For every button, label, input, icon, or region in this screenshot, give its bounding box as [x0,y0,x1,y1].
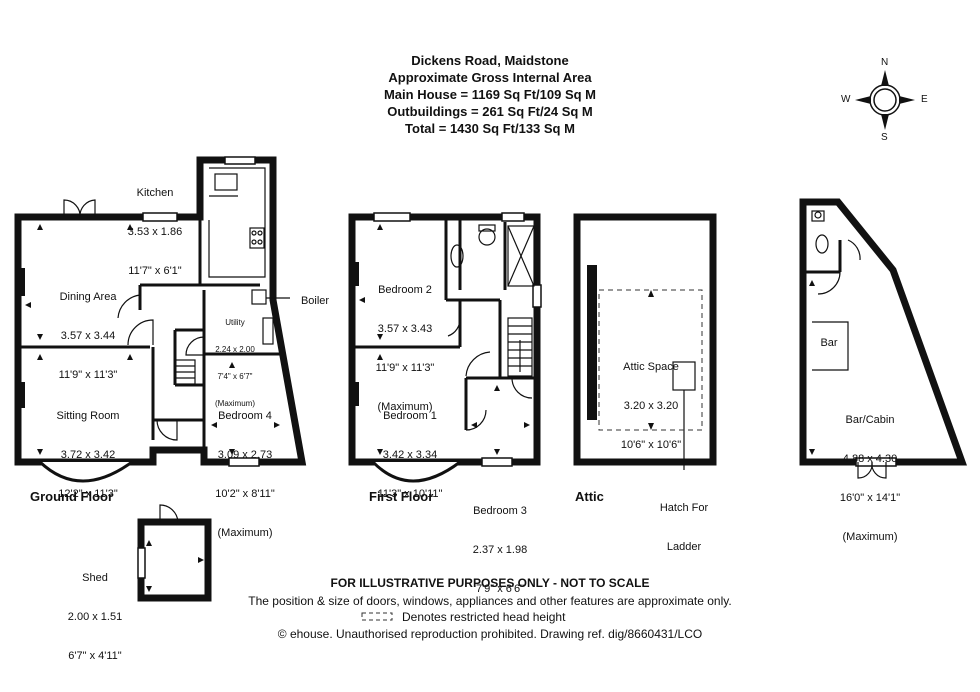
kitchen-imperial: 11'7" x 6'1" [128,265,182,277]
utility-metric: 2.24 x 2.00 [215,345,255,354]
attic-walls [573,213,717,466]
first-floor-walls [348,213,541,466]
disclaimer-legend: Denotes restricted head height [402,610,566,624]
shed-metric: 2.00 x 1.51 [67,611,123,623]
utility-name: Utility [225,318,245,327]
kitchen-metric: 3.53 x 1.86 [127,226,183,238]
compass-east: E [921,94,928,105]
utility-imperial: 7'4" x 6'7" [217,372,253,381]
room-label-kitchen: Kitchen 3.53 x 1.86 11'7" x 6'1" [100,161,210,291]
compass-west: W [841,94,851,105]
hatch-line2: Ladder [666,541,702,553]
bedroom2-imperial: 11'9" x 11'3" [375,362,435,374]
cabin-note: (Maximum) [842,531,898,543]
restricted-height-area [598,289,703,431]
cabin-imperial: 16'0" x 14'1" [839,492,901,504]
disclaimer-line1: The position & size of doors, windows, a… [248,594,732,608]
cabin-metric: 4.88 x 4.30 [842,453,898,465]
compass-rose [869,84,901,116]
shed-imperial: 6'7" x 4'11" [68,650,122,662]
room-label-shed: Shed 2.00 x 1.51 6'7" x 4'11" [55,546,135,676]
room-label-cabin: Bar/Cabin 4.88 x 4.30 16'0" x 14'1" (Max… [828,388,912,557]
sitting-imperial: 12'2" x 11'3" [58,488,118,500]
bedroom4-name: Bedroom 4 [218,410,272,422]
first-floor-label: First Floor [369,489,434,504]
room-label-dining: Dining Area 3.57 x 3.44 11'9" x 11'3" [28,265,148,395]
bedroom1-metric: 3.42 x 3.34 [382,449,438,461]
bedroom3-name: Bedroom 3 [473,505,527,517]
address-title: Dickens Road, Maidstone [411,53,569,68]
bedroom2-metric: 3.57 x 3.43 [377,323,433,335]
legend-dashed-box [361,612,393,621]
compass-south: S [881,132,888,143]
attic-metric: 3.20 x 3.20 [623,400,679,412]
bedroom1-name: Bedroom 1 [383,410,437,422]
hatch-line1: Hatch For [659,502,709,514]
outbuildings-area: Outbuildings = 261 Sq Ft/24 Sq M [387,104,593,119]
sitting-metric: 3.72 x 3.42 [60,449,116,461]
room-label-utility: Utility 2.24 x 2.00 7'4" x 6'7" (Maximum… [205,300,265,417]
compass-north: N [881,57,889,68]
cabin-walls [799,198,967,466]
attic-imperial: 10'6" x 10'6" [620,439,682,451]
bedroom3-metric: 2.37 x 1.98 [472,544,528,556]
attic-floor-label: Attic [575,489,604,504]
kitchen-name: Kitchen [136,187,174,199]
bedroom2-name: Bedroom 2 [378,284,432,296]
total-area: Total = 1430 Sq Ft/133 Sq M [405,121,575,136]
bedroom2-note: (Maximum) [377,401,433,413]
disclaimer-copyright: © ehouse. Unauthorised reproduction proh… [277,627,703,641]
main-house-area: Main House = 1169 Sq Ft/109 Sq M [383,87,597,102]
cabin-name: Bar/Cabin [845,414,895,426]
room-label-sitting: Sitting Room 3.72 x 3.42 12'2" x 11'3" [28,384,148,514]
disclaimer-title: FOR ILLUSTRATIVE PURPOSES ONLY - NOT TO … [330,576,650,590]
hatch-label: Hatch For Ladder [644,476,724,567]
bedroom1-imperial: 11'3" x 10'11" [377,488,443,500]
bedroom4-imperial: 10'2" x 8'11" [215,488,275,500]
sitting-name: Sitting Room [56,410,120,422]
bedroom4-note: (Maximum) [217,527,273,539]
dining-imperial: 11'9" x 11'3" [58,369,118,381]
bedroom4-metric: 3.09 x 2.73 [217,449,273,461]
dining-name: Dining Area [59,291,117,303]
attic-name: Attic Space [623,361,679,373]
utility-note: (Maximum) [215,399,255,408]
area-subtitle: Approximate Gross Internal Area [388,70,592,85]
ground-floor-label: Ground Floor [30,489,114,504]
room-label-bedroom3: Bedroom 3 2.37 x 1.98 7'9" x 6'6" [460,479,540,609]
room-label-bedroom1: Bedroom 1 3.42 x 3.34 11'3" x 10'11" [365,384,455,514]
bar-label: Bar [820,337,838,349]
dining-metric: 3.57 x 3.44 [60,330,116,342]
boiler-label: Boiler [300,295,330,307]
room-label-bedroom4: Bedroom 4 3.09 x 2.73 10'2" x 8'11" (Max… [205,384,285,553]
room-label-bedroom2: Bedroom 2 3.57 x 3.43 11'9" x 11'3" (Max… [365,258,445,427]
room-label-attic: Attic Space 3.20 x 3.20 10'6" x 10'6" [605,335,697,465]
shed-name: Shed [82,572,108,584]
bedroom3-imperial: 7'9" x 6'6" [475,583,525,595]
